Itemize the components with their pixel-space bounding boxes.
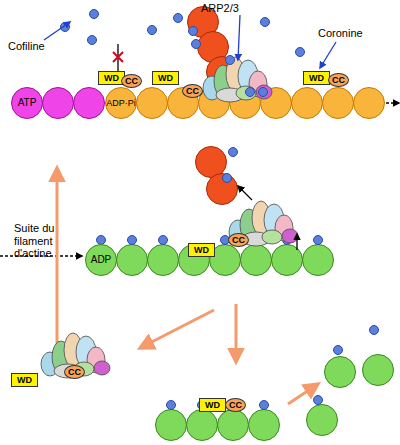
node-label: WD bbox=[205, 401, 220, 410]
adp-actin bbox=[303, 245, 334, 276]
arp23-subunit bbox=[282, 229, 298, 243]
actin-monomer: ADP·Pi bbox=[105, 87, 137, 119]
cofilin-dot bbox=[226, 56, 235, 65]
cycle-arrow bbox=[56, 168, 59, 352]
leader-arrow bbox=[44, 22, 70, 40]
release-arrow bbox=[296, 234, 297, 250]
adp-actin bbox=[179, 245, 210, 276]
adp-pi-actin bbox=[292, 88, 323, 119]
cofilin-dot bbox=[223, 174, 232, 183]
arp23-subunit bbox=[236, 86, 256, 100]
cofilin-dot bbox=[334, 346, 343, 355]
node-label: WD bbox=[194, 246, 209, 255]
node-label: CC bbox=[186, 87, 199, 96]
node-label: CC bbox=[332, 76, 345, 85]
adp-actin bbox=[241, 245, 272, 276]
wd-domain: WD bbox=[199, 398, 226, 412]
arp23-subunit bbox=[256, 85, 272, 99]
wd-domain: WD bbox=[188, 243, 215, 257]
wd-domain: WD bbox=[11, 373, 38, 387]
atp-actin bbox=[74, 88, 105, 119]
released-branch bbox=[207, 174, 238, 205]
release-arrow bbox=[238, 186, 252, 200]
cofilin-dot bbox=[128, 236, 137, 245]
adp-pi-actin bbox=[354, 88, 385, 119]
arp23-complex bbox=[41, 333, 110, 378]
cofilin-dot bbox=[90, 10, 99, 19]
adp-actin bbox=[117, 245, 148, 276]
atp-actin bbox=[43, 88, 74, 119]
severed-actin bbox=[249, 410, 280, 441]
severed-actin bbox=[218, 410, 249, 441]
cofilin-dot bbox=[97, 236, 106, 245]
actin-monomer: ATP bbox=[11, 87, 43, 119]
cofilin-dot bbox=[370, 326, 379, 335]
node-label: ATP bbox=[18, 98, 37, 108]
annotation-label: Coronine bbox=[318, 27, 363, 40]
cofilin-dot bbox=[189, 27, 198, 36]
wd-domain: WD bbox=[303, 71, 330, 85]
adp-pi-actin bbox=[323, 88, 354, 119]
blocked-mark bbox=[113, 52, 123, 62]
cofilin-dot bbox=[314, 236, 323, 245]
node-label: CC bbox=[125, 77, 138, 86]
arp23-subunit bbox=[94, 361, 110, 375]
cofilin-dot bbox=[167, 401, 176, 410]
cofilin-dot bbox=[192, 40, 201, 49]
cofilin-dot bbox=[246, 88, 255, 97]
annotation-label: Cofiline bbox=[8, 40, 45, 53]
arp23-complex bbox=[203, 57, 272, 102]
cofilin-dot bbox=[88, 36, 97, 45]
node-label: WD bbox=[104, 74, 119, 83]
cycle-arrow bbox=[140, 310, 214, 348]
filament-continues bbox=[386, 102, 399, 103]
node-label: WD bbox=[309, 74, 324, 83]
annotation-label: Suite du filament d'actine bbox=[14, 222, 80, 260]
monomer-circle bbox=[12, 88, 43, 119]
severed-actin bbox=[156, 410, 187, 441]
cofilin-dot bbox=[229, 148, 238, 157]
node-label: ADP·Pi bbox=[106, 99, 136, 108]
cofilin-dot bbox=[261, 18, 270, 27]
cc-domain: CC bbox=[328, 73, 349, 87]
cofilin-dot bbox=[296, 48, 305, 57]
node-label: CC bbox=[232, 236, 245, 245]
cc-domain: CC bbox=[225, 398, 246, 412]
cofilin-dot bbox=[314, 396, 323, 405]
cofilin-dot bbox=[174, 14, 183, 23]
free-actin bbox=[325, 357, 356, 388]
cofilin-dot bbox=[159, 236, 168, 245]
adp-pi-actin bbox=[137, 88, 168, 119]
node-label: WD bbox=[17, 376, 32, 385]
annotation-label: ARP2/3 bbox=[201, 2, 239, 15]
arp23-complex bbox=[229, 201, 298, 246]
free-actin bbox=[307, 405, 338, 436]
cc-domain: CC bbox=[64, 365, 85, 379]
leader-arrow bbox=[320, 42, 336, 68]
adp-actin bbox=[148, 245, 179, 276]
cycle-arrow bbox=[235, 304, 238, 362]
severed-actin bbox=[187, 410, 218, 441]
wd-domain: WD bbox=[152, 71, 179, 85]
actin-monomer: ADP bbox=[85, 244, 117, 276]
node-label: CC bbox=[229, 401, 242, 410]
cc-domain: CC bbox=[182, 84, 203, 98]
cofilin-dot bbox=[148, 26, 157, 35]
free-actin bbox=[363, 355, 394, 386]
node-label: ADP bbox=[91, 255, 112, 265]
cofilin-dot bbox=[260, 401, 269, 410]
monomer-circle bbox=[86, 245, 117, 276]
cofilin-dot bbox=[259, 88, 268, 97]
monomer-circle bbox=[106, 88, 137, 119]
leader-arrow bbox=[238, 15, 240, 60]
arp23-subunit bbox=[262, 230, 282, 244]
node-label: WD bbox=[158, 74, 173, 83]
released-branch bbox=[196, 147, 227, 178]
cc-domain: CC bbox=[228, 233, 249, 247]
adp-actin bbox=[272, 245, 303, 276]
cc-domain: CC bbox=[121, 74, 142, 88]
node-label: CC bbox=[68, 368, 81, 377]
